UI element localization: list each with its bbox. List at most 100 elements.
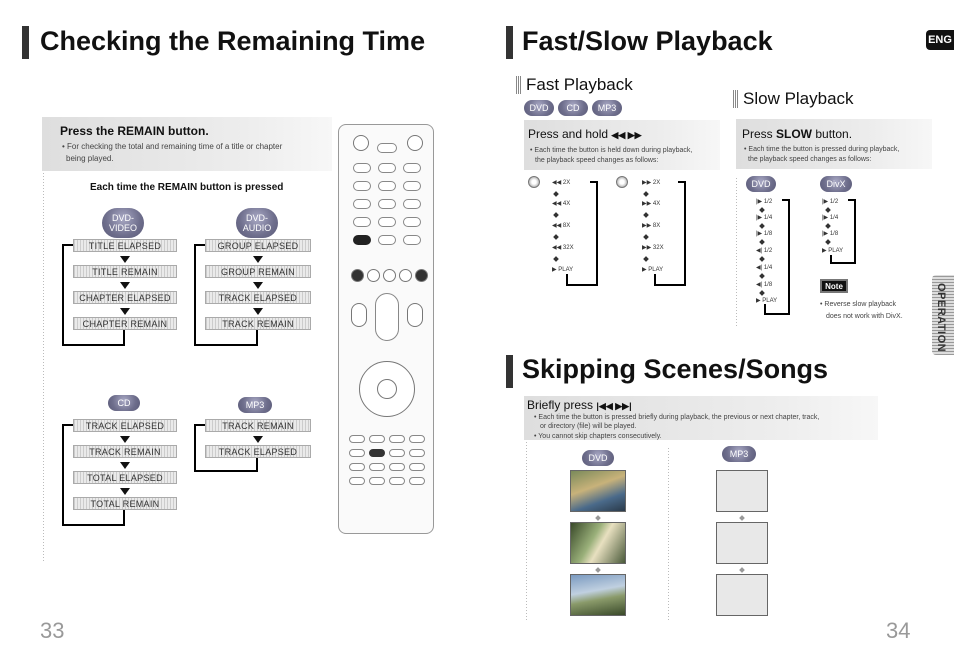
loop-line <box>830 262 856 264</box>
down-arrow-icon <box>120 282 130 289</box>
remote-key <box>389 435 405 443</box>
speed-arrow-icon <box>759 207 765 213</box>
remote-key <box>378 235 396 245</box>
remote-key <box>389 449 405 457</box>
slow-playback-heading: Slow Playback <box>743 89 854 108</box>
down-arrow-icon <box>120 462 130 469</box>
stop-key-icon <box>383 269 396 282</box>
next-arrow-icon <box>595 567 601 573</box>
forward-key-icon <box>399 269 412 282</box>
loop-line <box>830 255 832 263</box>
fast-fwd-speed-2: ▶▶ 4X <box>642 201 661 207</box>
remote-key <box>378 199 396 209</box>
fast-rev-play: ▶ PLAY <box>552 267 574 273</box>
slow-divx-speed-1: |▶ 1/2 <box>822 199 839 205</box>
dvd-audio-step-2: GROUP REMAIN <box>205 265 311 278</box>
title-bar <box>506 355 513 388</box>
tray-button-icon <box>377 143 397 153</box>
speed-arrow-icon <box>759 256 765 262</box>
next-arrow-icon <box>739 567 745 573</box>
loop-line <box>566 284 598 286</box>
remote-key <box>378 181 396 191</box>
remote-key <box>369 463 385 471</box>
remote-key <box>353 181 371 191</box>
fast-fwd-speed-4: ▶▶ 32X <box>642 245 664 251</box>
fast-fwd-speed-1: ▶▶ 2X <box>642 180 661 186</box>
loop-line <box>764 313 790 315</box>
forward-button-icon <box>616 176 628 188</box>
instruction-band <box>42 117 332 171</box>
mp3-list-thumbnail <box>716 522 768 564</box>
remote-key <box>378 217 396 227</box>
dvd-menu-thumbnail <box>570 470 626 512</box>
tuning-key-icon <box>375 293 399 341</box>
remote-key <box>409 435 425 443</box>
fast-playback-heading: Fast Playback <box>526 75 633 94</box>
fast-fwd-speed-3: ▶▶ 8X <box>642 223 661 229</box>
channel-key-icon <box>407 303 423 327</box>
slow-divx-play: ▶ PLAY <box>822 248 844 254</box>
fast-press-label: Press and hold ◀◀ ▶▶ <box>528 127 642 141</box>
fast-rev-speed-4: ◀◀ 32X <box>552 245 574 251</box>
remote-key <box>403 181 421 191</box>
speed-arrow-icon <box>759 223 765 229</box>
loop-line <box>848 199 856 201</box>
fast-rev-speed-1: ◀◀ 2X <box>552 180 571 186</box>
speed-arrow-icon <box>825 239 831 245</box>
remain-key-highlight <box>353 235 371 245</box>
dvd-badge: DVD <box>524 100 554 116</box>
loop-line <box>123 330 125 346</box>
loop-line <box>590 181 598 183</box>
speed-arrow-icon <box>825 207 831 213</box>
loop-line <box>654 274 656 285</box>
loop-line <box>194 470 257 472</box>
loop-line <box>256 458 258 472</box>
rewind-key-icon <box>367 269 380 282</box>
slow-dotted-guide <box>736 176 737 326</box>
cd-step-1: TRACK ELAPSED <box>73 419 177 432</box>
note-text-1: • Reverse slow playback <box>820 301 896 308</box>
enter-key-icon <box>377 379 397 399</box>
speed-arrow-icon <box>643 191 649 197</box>
slow-dvd-speed-2: |▶ 1/4 <box>756 215 773 221</box>
slow-divx-badge: DivX <box>820 176 852 192</box>
loop-line <box>566 274 568 285</box>
loop-line <box>256 330 258 346</box>
next-arrow-icon <box>595 515 601 521</box>
loop-line <box>194 344 257 346</box>
mp3-list-thumbnail <box>716 574 768 616</box>
slow-instruction-band <box>736 119 932 169</box>
skip-dotted-guide-left <box>526 440 527 620</box>
dvd-video-step-4: CHAPTER REMAIN <box>73 317 177 330</box>
dvd-video-badge: DVD-VIDEO <box>102 208 144 238</box>
loop-line <box>123 510 125 526</box>
skip-press-label: Briefly press |◀◀ ▶▶| <box>527 398 632 412</box>
page-title-left: Checking the Remaining Time <box>40 26 426 56</box>
dvd-audio-badge: DVD-AUDIO <box>236 208 278 238</box>
mp3-list-thumbnail <box>716 470 768 512</box>
loop-line <box>62 244 73 246</box>
slow-dvd-play: ▶ PLAY <box>756 298 778 304</box>
loop-line <box>62 424 73 426</box>
cd-step-4: TOTAL REMAIN <box>73 497 177 510</box>
loop-line <box>194 245 196 345</box>
cd-step-2: TRACK REMAIN <box>73 445 177 458</box>
slow-dvd-speed-1: |▶ 1/2 <box>756 199 773 205</box>
speed-arrow-icon <box>643 256 649 262</box>
skip-keys-icon: |◀◀ ▶▶| <box>596 401 632 411</box>
dvd-scene-thumbnail <box>570 522 626 564</box>
mp3-step-1: TRACK REMAIN <box>205 419 311 432</box>
slow-divx-speed-2: |▶ 1/4 <box>822 215 839 221</box>
skip-dvd-badge: DVD <box>582 450 614 466</box>
page-title-right: Fast/Slow Playback <box>522 26 773 56</box>
skip-instruction-band <box>524 396 878 440</box>
remote-key <box>389 477 405 485</box>
operation-side-tab: OPERATION <box>932 275 954 355</box>
power-button-icon <box>353 135 369 151</box>
fast-rev-speed-2: ◀◀ 4X <box>552 201 571 207</box>
open-close-button-icon <box>407 135 423 151</box>
loop-line <box>788 200 790 314</box>
remote-key <box>409 463 425 471</box>
skip-forward-key-icon <box>415 269 428 282</box>
cd-step-3: TOTAL ELAPSED <box>73 471 177 484</box>
